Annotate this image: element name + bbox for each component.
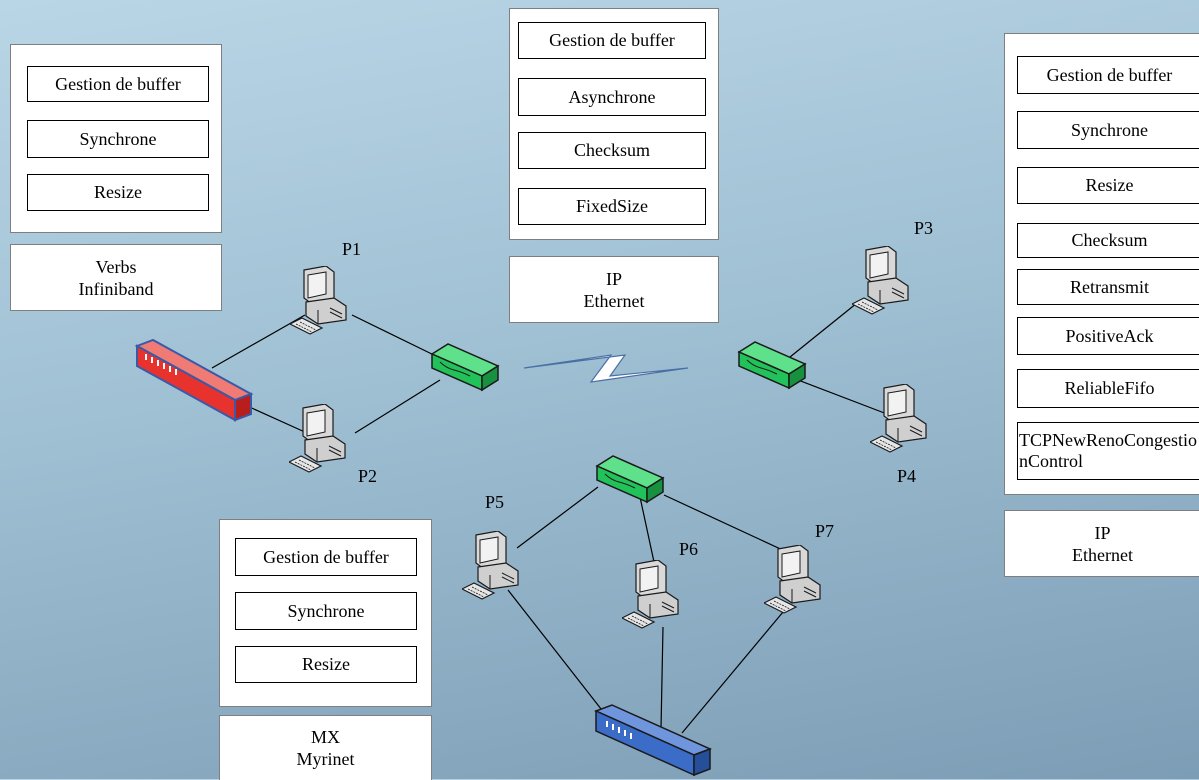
stack-layer: Resize [27, 174, 209, 211]
link-router-p7 [663, 494, 788, 553]
infiniband-driver-label: Verbs Infiniband [10, 244, 222, 311]
node-label-p4: P4 [897, 466, 917, 486]
network-name: Ethernet [1072, 544, 1133, 565]
network-name: Myrinet [296, 749, 355, 769]
link-p6-switch [660, 626, 664, 730]
node-label-p5: P5 [485, 492, 505, 512]
stack-layer: ReliableFifo [1017, 369, 1199, 408]
link-switch-p2 [244, 404, 308, 434]
stack-layer: Gestion de buffer [235, 538, 417, 576]
desktop-computer-icon [764, 545, 821, 614]
driver-name: IP [605, 268, 622, 289]
stack-layer: TCPNewRenoCongestionControl [1017, 422, 1199, 480]
stack-layer: Gestion de buffer [518, 22, 706, 59]
stack-layer: Asynchrone [518, 78, 706, 116]
ethernet-right-stack-panel: Gestion de buffer Synchrone Resize Check… [1004, 33, 1199, 495]
driver-name: IP [1094, 522, 1111, 543]
desktop-computer-icon [290, 266, 347, 335]
node-label-p7: P7 [815, 521, 835, 541]
desktop-computer-icon [462, 531, 519, 600]
desktop-computer-icon [622, 560, 679, 629]
link-p5-switch [507, 589, 613, 724]
desktop-computer-icon [870, 384, 927, 453]
driver-name: MX [310, 727, 340, 747]
network-switch-icon [134, 338, 254, 422]
link-p2-router [354, 379, 441, 434]
link-router-p6 [639, 496, 655, 563]
stack-layer: Checksum [1017, 223, 1199, 258]
router-icon [737, 341, 807, 390]
node-label-p3: P3 [914, 218, 934, 238]
link-router-p4 [797, 379, 888, 415]
router-icon [430, 343, 500, 392]
ethernet-top-stack-panel: Gestion de buffer Asynchrone Checksum Fi… [509, 8, 719, 240]
desktop-computer-icon [852, 246, 909, 315]
node-label-p2: P2 [358, 466, 378, 486]
link-p7-switch [681, 611, 784, 734]
lightning-link-icon [523, 354, 689, 383]
stack-layer: PositiveAck [1017, 317, 1199, 355]
driver-name: Verbs [95, 256, 137, 277]
network-name: Ethernet [583, 290, 645, 311]
link-p1-router [351, 314, 441, 359]
stack-layer: Checksum [518, 132, 706, 169]
stack-layer: FixedSize [518, 188, 706, 225]
node-label-p6: P6 [679, 539, 699, 559]
node-label-p1: P1 [342, 239, 362, 259]
stack-layer: Gestion de buffer [27, 66, 209, 102]
stack-layer: Synchrone [27, 120, 209, 158]
stack-layer: Retransmit [1017, 269, 1199, 305]
infiniband-stack-panel: Gestion de buffer Synchrone Resize [10, 44, 222, 233]
router-icon [595, 455, 665, 504]
link-switch-p1 [211, 314, 306, 369]
ethernet-right-driver-label: IP Ethernet [1004, 510, 1199, 577]
myrinet-stack-panel: Gestion de buffer Synchrone Resize [219, 519, 432, 707]
stack-layer: Gestion de buffer [1017, 56, 1199, 94]
stack-layer: Synchrone [1017, 111, 1199, 149]
link-router-p3 [789, 298, 863, 358]
myrinet-driver-label: MX Myrinet [219, 715, 432, 780]
link-router-p5 [516, 486, 599, 549]
network-name: Infiniband [78, 278, 154, 299]
stack-layer: Resize [235, 646, 417, 683]
stack-layer: Synchrone [235, 592, 417, 630]
stack-layer: Resize [1017, 167, 1199, 204]
network-switch-icon [594, 704, 712, 777]
ethernet-top-driver-label: IP Ethernet [509, 256, 719, 323]
desktop-computer-icon [289, 404, 346, 473]
